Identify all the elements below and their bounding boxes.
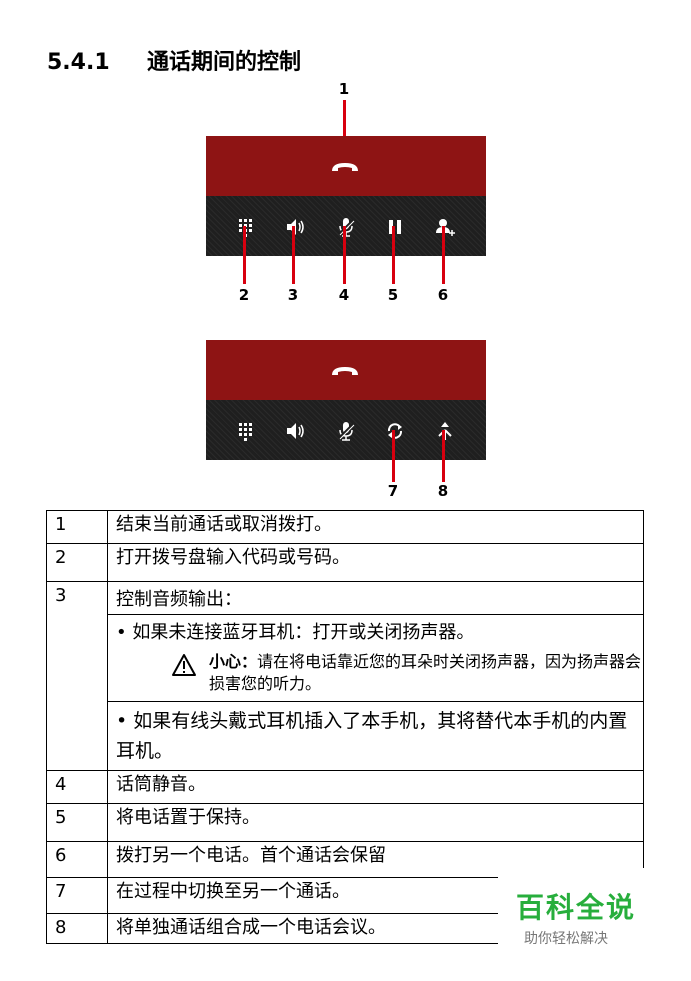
callout-line: [292, 226, 295, 284]
mute-icon[interactable]: [335, 216, 357, 238]
divider: [108, 614, 643, 615]
caution-label: 小心：: [209, 652, 258, 671]
callout-number: 8: [437, 482, 449, 500]
bullet-item: • 如果未连接蓝牙耳机：打开或关闭扬声器。: [116, 622, 475, 643]
end-call-icon[interactable]: [330, 365, 360, 377]
caution-icon: [172, 654, 196, 676]
table-row: 5 将电话置于保持。: [46, 803, 644, 842]
table-row: 4 话筒静音。: [46, 770, 644, 804]
callout-line: [392, 430, 395, 482]
row-number: 1: [46, 510, 108, 544]
call-controls-panel-2: [206, 340, 486, 460]
mute-icon[interactable]: [335, 420, 357, 442]
callout-line: [442, 226, 445, 284]
callout-number: 2: [238, 286, 250, 304]
end-call-bar[interactable]: [206, 136, 486, 196]
end-call-bar[interactable]: [206, 340, 486, 400]
control-buttons-row: [206, 400, 486, 460]
row-description: 控制音频输出： • 如果未连接蓝牙耳机：打开或关闭扬声器。 小心：请在将电话靠近…: [107, 581, 644, 771]
row-number: 2: [46, 543, 108, 582]
dialpad-icon[interactable]: [235, 420, 257, 442]
callout-line: [243, 226, 246, 284]
row-description: 将电话置于保持。: [107, 803, 644, 842]
call-controls-panel-1: [206, 136, 486, 256]
divider: [108, 701, 643, 702]
swap-call-icon[interactable]: [384, 420, 406, 442]
table-row: 3 控制音频输出： • 如果未连接蓝牙耳机：打开或关闭扬声器。 小心：请在将电话…: [46, 581, 644, 771]
caution-text: 请在将电话靠近您的耳朵时关闭扬声器，因为扬声器会损害您的听力。: [209, 652, 642, 693]
caution-note: 小心：请在将电话靠近您的耳朵时关闭扬声器，因为扬声器会损害您的听力。: [171, 651, 643, 695]
callout-number: 7: [387, 482, 399, 500]
watermark: 百科全说 助你轻松解决: [498, 868, 648, 956]
callout-line: [343, 226, 346, 284]
table-row: 2 打开拨号盘输入代码或号码。: [46, 543, 644, 582]
callout-number: 5: [387, 286, 399, 304]
row-number: 5: [46, 803, 108, 842]
section-heading: 5.4.1 通话期间的控制: [47, 44, 301, 76]
row-description: 结束当前通话或取消拨打。: [107, 510, 644, 544]
row-number: 6: [46, 841, 108, 878]
hold-icon[interactable]: [384, 216, 406, 238]
section-title: 通话期间的控制: [147, 50, 302, 75]
callout-line: [442, 430, 445, 482]
callout-number: 3: [287, 286, 299, 304]
row-description: 打开拨号盘输入代码或号码。: [107, 543, 644, 582]
section-number: 5.4.1: [47, 50, 110, 75]
merge-call-icon[interactable]: [434, 420, 456, 442]
callout-number: 4: [338, 286, 350, 304]
speaker-icon[interactable]: [284, 216, 306, 238]
table-row: 1 结束当前通话或取消拨打。: [46, 510, 644, 544]
row-description: 话筒静音。: [107, 770, 644, 804]
end-call-icon[interactable]: [330, 161, 360, 173]
row-intro: 控制音频输出：: [116, 589, 242, 610]
callout-number: 1: [338, 80, 350, 98]
watermark-subtitle: 助你轻松解决: [524, 931, 608, 947]
row-number: 7: [46, 877, 108, 914]
speaker-icon[interactable]: [284, 420, 306, 442]
callout-number: 6: [437, 286, 449, 304]
control-buttons-row: [206, 196, 486, 256]
add-call-icon[interactable]: [434, 216, 456, 238]
callout-line: [343, 100, 346, 158]
row-number: 4: [46, 770, 108, 804]
row-number: 8: [46, 913, 108, 944]
bullet-item: • 如果有线头戴式耳机插入了本手机，其将替代本手机的内置耳机。: [116, 710, 628, 762]
row-number: 3: [46, 581, 108, 771]
dialpad-icon[interactable]: [235, 216, 257, 238]
watermark-title: 百科全说: [516, 891, 637, 924]
callout-line: [392, 226, 395, 284]
